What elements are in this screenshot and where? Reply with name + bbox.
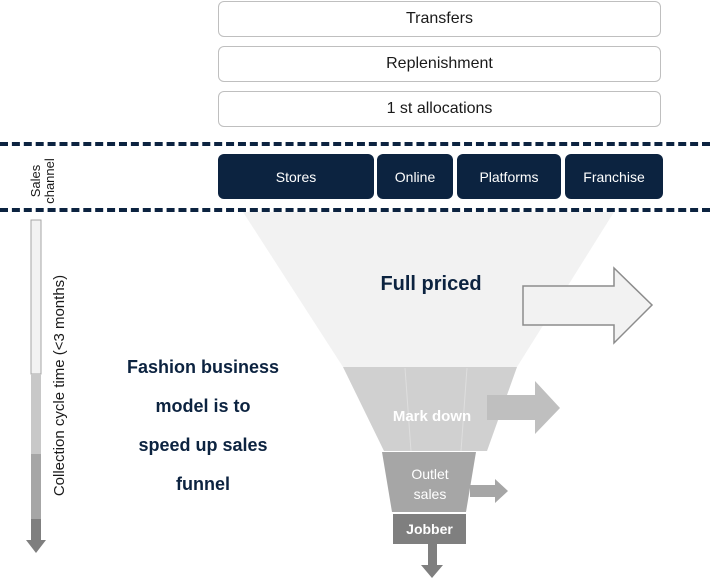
timeline-segment-jobber [31, 519, 41, 540]
outlet-sales-label: Outlet sales [411, 466, 449, 502]
channel-label: Platforms [479, 168, 539, 185]
allocation-label: 1 st allocations [386, 100, 493, 117]
outlet-arrow-icon [470, 479, 508, 503]
channel-stores: Stores [218, 154, 374, 199]
main-message-line: speed up sales [138, 435, 268, 455]
funnel-stage-mark-down [343, 367, 517, 451]
full-priced-label: Full priced [380, 272, 482, 295]
full-priced-arrow-icon [522, 266, 654, 345]
allocation-label: Transfers [406, 10, 473, 27]
channel-online: Online [377, 154, 453, 199]
channel-franchise: Franchise [565, 154, 663, 199]
allocation-label: Replenishment [386, 55, 493, 72]
dashed-separator-bottom [0, 208, 710, 212]
funnel-stage-full-priced [243, 212, 614, 367]
channel-label: Franchise [583, 168, 645, 185]
funnel-stage-jobber [393, 514, 466, 544]
main-message-line: Fashion business [126, 357, 280, 377]
timeline-segment-markdown [31, 374, 41, 454]
cycle-time-label: Collection cycle time (<3 months) [46, 220, 74, 550]
cycle-time-text: Collection cycle time (<3 months) [51, 274, 69, 496]
jobber-label: Jobber [406, 521, 453, 537]
dashed-separator-top [0, 142, 710, 146]
jobber-arrow-down-icon [421, 544, 443, 578]
mark-down-label: Mark down [392, 407, 472, 425]
timeline-arrow-down-icon [26, 540, 46, 553]
channel-platforms: Platforms [457, 154, 561, 199]
main-message-line: funnel [176, 474, 230, 494]
funnel-stage-outlet [382, 452, 476, 512]
mark-down-arrow-icon [487, 381, 560, 434]
funnel-divider [460, 367, 468, 452]
timeline-segment-outlet [31, 454, 41, 519]
allocation-box-replenishment: Replenishment [218, 46, 661, 82]
main-message: Fashion business model is to speed up sa… [108, 348, 298, 504]
allocation-box-first-allocations: 1 st allocations [218, 91, 661, 127]
allocation-box-transfers: Transfers [218, 1, 661, 37]
main-message-line: model is to [155, 396, 251, 416]
channel-label: Stores [275, 168, 317, 185]
funnel-divider [404, 367, 412, 452]
timeline-segment-full [30, 219, 42, 375]
channel-label: Online [394, 168, 436, 185]
